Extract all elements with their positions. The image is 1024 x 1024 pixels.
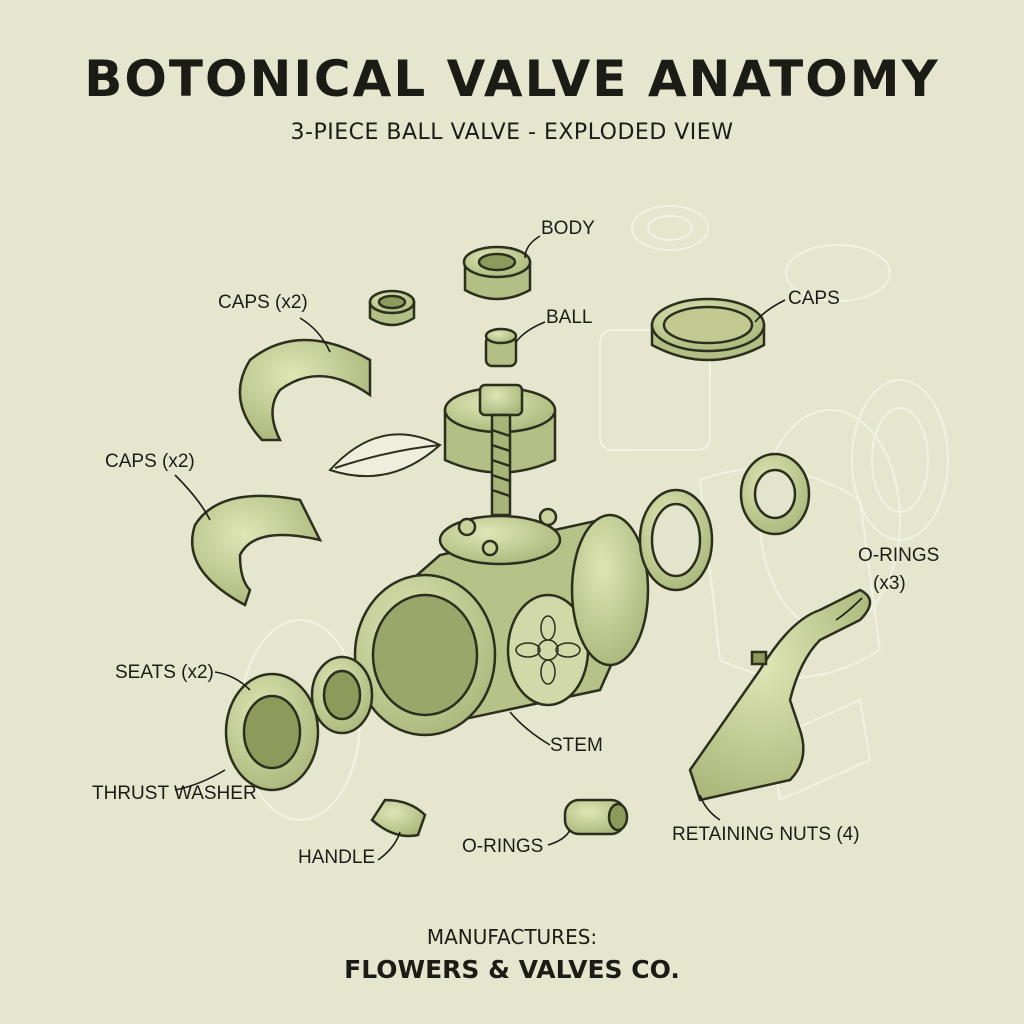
- small-ring: [368, 289, 416, 327]
- threaded-nipple: [310, 655, 374, 735]
- label-seats: SEATS (x2): [115, 662, 214, 683]
- label-o-rings-right-count: (x3): [873, 573, 906, 594]
- c-cap-upper: [238, 338, 372, 442]
- o-ring-large: [638, 488, 714, 592]
- bottom-handle-part: [370, 798, 427, 838]
- handle-lever: [688, 588, 872, 802]
- bottom-o-ring-part: [563, 798, 629, 836]
- o-ring-small: [739, 452, 811, 536]
- caps-ring-right: [650, 297, 766, 362]
- ball-sleeve: [484, 327, 518, 368]
- c-cap-lower: [190, 494, 323, 607]
- label-caps-mid-left: CAPS (x2): [105, 451, 195, 472]
- leaf: [328, 433, 442, 478]
- label-body: BODY: [541, 218, 595, 239]
- label-caps-right: CAPS: [788, 288, 840, 309]
- valve-body: [353, 507, 650, 737]
- label-handle: HANDLE: [298, 847, 376, 868]
- label-thrust-washer: THRUST WASHER: [92, 783, 257, 804]
- bonnet-assembly: [443, 383, 557, 517]
- label-stem: STEM: [550, 735, 603, 756]
- footer-manufacturer-name: FLOWERS & VALVES CO.: [344, 955, 680, 984]
- page-title: BOTONICAL VALVE ANATOMY: [84, 50, 940, 108]
- page-subtitle: 3-PIECE BALL VALVE - EXPLODED VIEW: [290, 120, 734, 145]
- leader-lines: [174, 235, 863, 861]
- label-o-rings-right: O-RINGS: [858, 545, 940, 566]
- top-nut: [462, 245, 532, 301]
- footer-manufacturer-label: MANUFACTURES:: [426, 925, 598, 949]
- label-ball: BALL: [546, 307, 593, 328]
- label-o-rings-bottom: O-RINGS: [462, 836, 544, 857]
- label-retaining-nuts: RETAINING NUTS (4): [672, 824, 860, 845]
- seat-ring: [224, 672, 320, 792]
- label-caps-top-left: CAPS (x2): [218, 292, 308, 313]
